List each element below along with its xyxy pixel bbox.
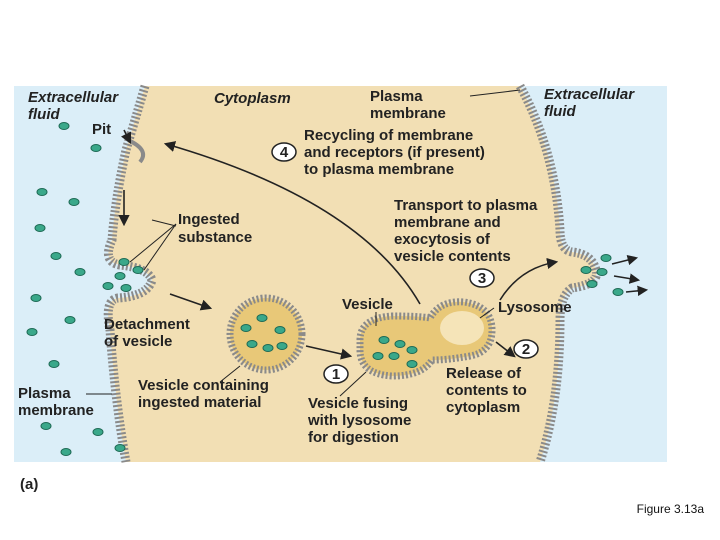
label-lysosome: Lysosome <box>498 299 572 316</box>
cell-cytoplasm <box>108 86 597 462</box>
label-transport: Transport to plasma membrane and exocyto… <box>394 197 542 265</box>
svg-text:4: 4 <box>280 144 289 161</box>
label-extracellular-fluid-right: Extracellular fluid <box>544 86 638 120</box>
step-2-badge: 2 <box>513 339 539 359</box>
svg-text:2: 2 <box>522 341 530 358</box>
step-4-badge: 4 <box>271 142 297 162</box>
pit <box>127 138 145 164</box>
label-release: Release of contents to cytoplasm <box>446 365 531 416</box>
ingested-substance-particles <box>102 258 144 292</box>
label-plasma-membrane-bottom: Plasma membrane <box>18 385 94 419</box>
exocytosis-particles <box>580 254 624 296</box>
step-1-badge: 1 <box>323 364 349 384</box>
fusing-vesicle-lysosome <box>356 298 496 380</box>
svg-text:3: 3 <box>478 270 486 287</box>
label-cytoplasm: Cytoplasm <box>214 90 291 107</box>
label-vesicle-containing: Vesicle containing ingested material <box>138 377 273 411</box>
detached-vesicle <box>226 294 306 374</box>
exocytosis-arrows <box>611 254 649 297</box>
label-vesicle-fusing: Vesicle fusing with lysosome for digesti… <box>307 395 416 446</box>
extracellular-particles-left <box>26 122 126 456</box>
label-ingested-substance: Ingested substance <box>178 211 252 246</box>
figure-caption: Figure 3.13a <box>636 502 704 516</box>
label-pit: Pit <box>92 121 111 138</box>
panel-letter: (a) <box>20 476 39 493</box>
label-plasma-membrane-top: Plasma membrane <box>370 88 446 122</box>
label-vesicle: Vesicle <box>342 296 393 313</box>
leader-lines <box>86 89 521 397</box>
svg-text:1: 1 <box>332 366 340 383</box>
label-extracellular-fluid-left: Extracellular fluid <box>28 89 122 123</box>
label-step4-text: and receptors (if present) to plasma mem… <box>304 144 489 178</box>
label-recycling: Recycling of membrane <box>304 127 473 144</box>
label-detachment: Detachment of vesicle <box>104 316 194 350</box>
step-3-badge: 3 <box>469 268 495 288</box>
process-arrows <box>118 129 559 360</box>
